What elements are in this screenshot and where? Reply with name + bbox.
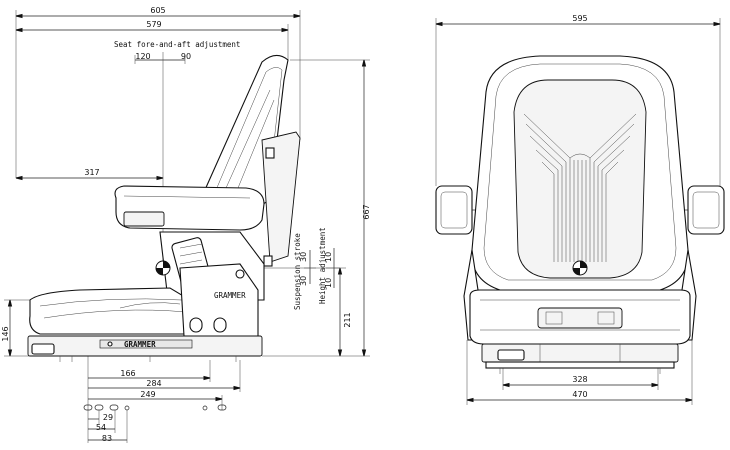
suspension-a: 30 <box>299 252 308 262</box>
backrest-panel <box>513 79 647 279</box>
side-bracket <box>179 263 259 337</box>
fore-aft-label: Seat fore-and-aft adjustment <box>114 40 240 49</box>
dim-249: 249 <box>140 390 155 399</box>
mount-hole <box>124 405 130 411</box>
dim-595: 595 <box>572 14 587 23</box>
front-view-seat <box>435 55 725 374</box>
dim-211: 211 <box>343 312 352 327</box>
dim-284: 284 <box>146 379 161 388</box>
dim-328: 328 <box>572 375 587 384</box>
side-view-dimensions: 605 579 Seat fore-and-aft adjustment 120… <box>1 6 371 443</box>
mount-slot <box>94 404 104 411</box>
height-adjust-b: 10 <box>324 278 333 288</box>
dim-317: 317 <box>84 168 99 177</box>
bracket-brand: GRAMMER <box>214 291 246 300</box>
mount-slot <box>83 404 93 411</box>
armrest-left <box>435 185 473 235</box>
suspension-label: Suspension stroke <box>293 233 302 310</box>
front-latch <box>537 307 623 329</box>
dim-166: 166 <box>120 369 135 378</box>
fore-aft-front: 90 <box>181 52 191 61</box>
armrest-right <box>687 185 725 235</box>
dim-54: 54 <box>96 423 106 432</box>
dim-579: 579 <box>146 20 161 29</box>
mount-hole <box>202 405 208 411</box>
fore-aft-back: 120 <box>135 52 150 61</box>
height-adjust-a: 10 <box>324 252 333 262</box>
dim-29: 29 <box>103 413 113 422</box>
rail-brand: GRAMMER <box>124 340 156 349</box>
dim-83: 83 <box>102 434 112 443</box>
height-adjust-label: Height adjustment <box>318 227 327 304</box>
backrest-hinge <box>261 131 301 263</box>
dim-146: 146 <box>1 326 10 341</box>
side-view-seat: GRAMMER GRAMMER <box>27 54 301 362</box>
dim-470: 470 <box>572 390 587 399</box>
mount-slot <box>217 404 227 411</box>
dim-667: 667 <box>362 204 371 219</box>
dim-605: 605 <box>150 6 165 15</box>
suspension-b: 30 <box>299 276 308 286</box>
front-view-dimensions: 595 328 470 <box>435 14 721 405</box>
mount-slot <box>109 404 119 411</box>
seat-handle <box>123 211 165 227</box>
